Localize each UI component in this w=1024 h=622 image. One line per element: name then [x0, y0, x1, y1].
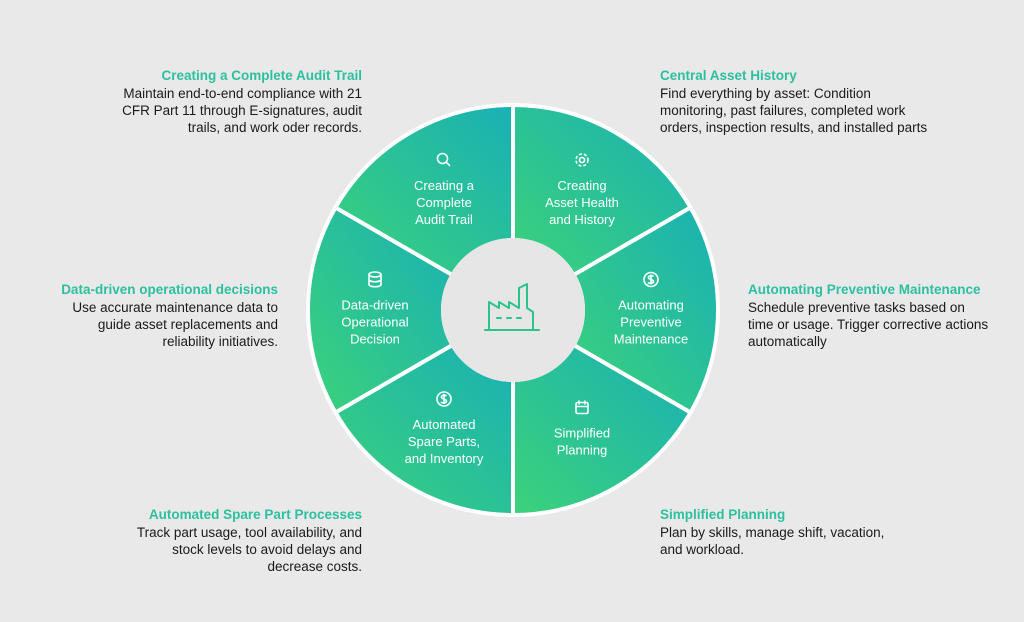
dollar-icon	[436, 391, 452, 407]
annotation-line: guide asset replacements and	[97, 317, 278, 332]
annotation-heading: Creating a Complete Audit Trail	[161, 68, 362, 83]
segment-label-audit: Complete	[416, 195, 472, 210]
segment-label-asset: and History	[549, 212, 615, 227]
annotation-line: Use accurate maintenance data to	[72, 300, 278, 315]
segment-label-preventive: Maintenance	[614, 332, 688, 347]
factory-icon	[484, 283, 540, 331]
annotation-line: automatically	[748, 334, 827, 349]
annotation-spare: Automated Spare Part Processes Track par…	[137, 506, 362, 575]
annotation-audit: Creating a Complete Audit Trail Maintain…	[122, 67, 362, 136]
annotation-line: orders, inspection results, and installe…	[660, 120, 928, 135]
annotation-preventive: Automating Preventive Maintenance Schedu…	[748, 281, 988, 350]
annotation-line: Schedule preventive tasks based on	[748, 300, 965, 315]
ring-segments	[306, 102, 720, 518]
database-icon	[368, 271, 382, 288]
annotation-line: reliability initiatives.	[162, 334, 278, 349]
center-disc	[441, 238, 585, 382]
segment-label-asset: Asset Health	[545, 195, 619, 210]
annotation-line: Find everything by asset: Condition	[660, 86, 871, 101]
segment-label-decision: Operational	[341, 315, 408, 330]
annotation-heading: Simplified Planning	[660, 507, 786, 522]
search-icon	[436, 152, 451, 167]
segment-label-audit: Creating a	[414, 178, 475, 193]
annotation-line: Track part usage, tool availability, and	[136, 525, 362, 540]
annotation-line: Maintain end-to-end compliance with 21	[123, 86, 362, 101]
dollar-icon	[643, 271, 659, 288]
annotation-line: and workload.	[660, 542, 745, 557]
segment-label-decision: Data-driven	[341, 298, 408, 313]
segment-label-decision: Decision	[350, 332, 400, 347]
annotation-line: CFR Part 11 through E-signatures, audit	[122, 103, 362, 118]
gear-icon	[575, 153, 589, 167]
annotation-heading: Automating Preventive Maintenance	[748, 282, 981, 297]
calendar-icon	[575, 400, 589, 415]
annotation-heading: Central Asset History	[660, 68, 797, 83]
annotation-heading: Automated Spare Part Processes	[148, 507, 362, 522]
annotation-heading: Data-driven operational decisions	[61, 282, 278, 297]
segment-label-asset: Creating	[557, 178, 606, 193]
annotation-line: decrease costs.	[267, 559, 362, 574]
segment-label-preventive: Preventive	[620, 315, 681, 330]
annotation-line: Plan by skills, manage shift, vacation,	[660, 525, 885, 540]
annotation-line: monitoring, past failures, completed wor…	[660, 103, 906, 118]
segment-label-spare: Spare Parts,	[408, 434, 480, 449]
annotation-asset: Central Asset History Find everything by…	[660, 67, 927, 136]
segment-label-spare: and Inventory	[405, 451, 484, 466]
segment-label-planning: Simplified	[554, 426, 610, 441]
segment-label-spare: Automated	[413, 417, 476, 432]
segment-label-planning: Planning	[557, 443, 608, 458]
annotation-decision: Data-driven operational decisions Use ac…	[61, 281, 278, 350]
annotation-planning: Simplified Planning Plan by skills, mana…	[660, 506, 884, 558]
annotation-line: trails, and work oder records.	[187, 120, 362, 135]
segment-label-audit: Audit Trail	[415, 212, 473, 227]
annotation-line: time or usage. Trigger corrective action…	[748, 317, 989, 332]
segment-label-preventive: Automating	[618, 298, 684, 313]
annotation-line: stock levels to avoid delays and	[172, 542, 362, 557]
